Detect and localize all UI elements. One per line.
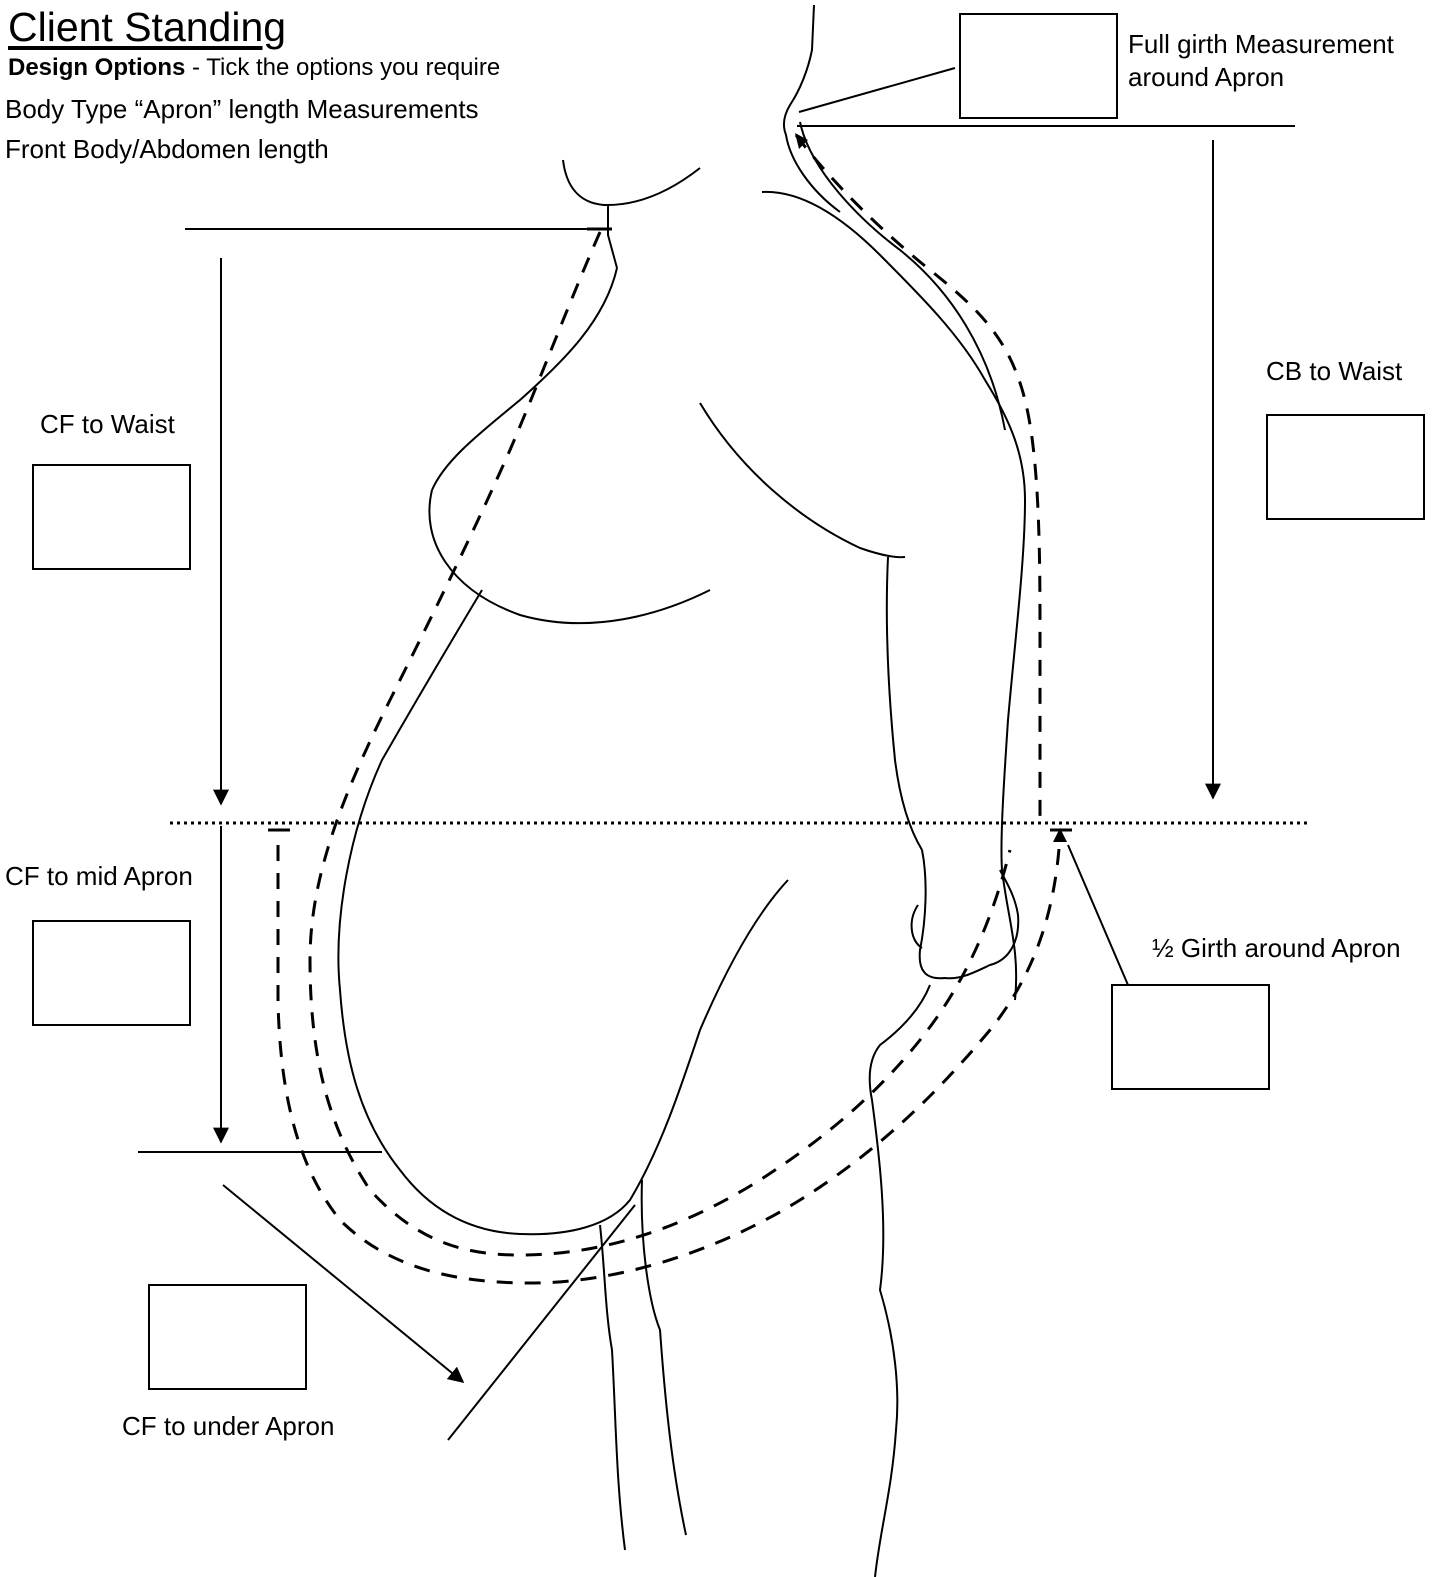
chin-outline [563,160,700,205]
back-dashed-curve [796,135,1040,820]
neck-front-outline [608,205,617,268]
under-apron-leader [448,1205,635,1440]
cf-to-mid-apron-label: CF to mid Apron [5,862,193,892]
upper-back-outline [800,122,1005,430]
breast-outline [429,490,710,623]
half-girth-label: ½ Girth around Apron [1152,934,1401,964]
cf-to-waist-label: CF to Waist [40,410,175,440]
arm-front-outline [887,557,922,850]
underarm-outline [700,403,905,557]
front-dashed-curve [310,232,1010,1255]
cb-to-waist-measurement-box[interactable] [1266,414,1425,520]
half-girth-leader [1068,845,1128,985]
half-girth-measurement-box[interactable] [1111,984,1270,1090]
full-girth-label-line2: around Apron [1128,63,1284,93]
chest-outline [432,268,617,490]
arm-back-outline [762,192,1025,1000]
cf-to-mid-apron-measurement-box[interactable] [32,920,191,1026]
back-leg-outline [870,985,930,1577]
cf-to-under-apron-measurement-box[interactable] [148,1284,307,1390]
cf-to-under-apron-label: CF to under Apron [122,1412,334,1442]
cf-to-waist-measurement-box[interactable] [32,464,191,570]
full-girth-label-line1: Full girth Measurement [1128,30,1394,60]
cb-to-waist-label: CB to Waist [1266,357,1402,387]
full-girth-leader [799,68,955,112]
full-girth-measurement-box[interactable] [959,13,1118,119]
abdomen-apron-outline [338,590,788,1234]
thumb-outline [912,905,922,948]
